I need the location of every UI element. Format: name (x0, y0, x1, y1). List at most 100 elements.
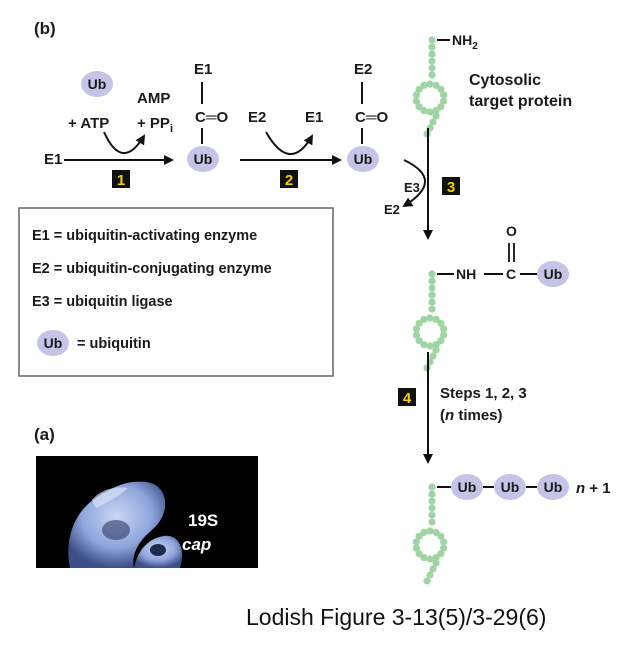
protein-bead (428, 277, 436, 285)
protein-bead (420, 107, 428, 115)
step-4-box (398, 388, 416, 406)
ub-circle (81, 71, 113, 97)
proteasome-image: 19S cap (36, 456, 258, 568)
e2-ub-complex: E2 C═O Ub (347, 61, 388, 172)
protein-bead (420, 341, 428, 349)
step-1-group: Ub + ATP AMP + PPi E1 1 (44, 71, 174, 189)
protein-bead (428, 43, 436, 51)
amp-label: AMP (137, 90, 170, 107)
protein-bead (428, 71, 436, 79)
protein-bead (428, 483, 436, 491)
shadow-shape (102, 520, 130, 540)
protein-bead (429, 118, 437, 126)
protein-bead (426, 571, 434, 579)
channel-shape (150, 544, 166, 556)
protein-bead (428, 270, 436, 278)
ub-label: Ub (88, 76, 107, 92)
protein-chain (412, 36, 448, 138)
n-plus-1-label: n + 1 (576, 480, 611, 497)
protein-bead (426, 108, 434, 116)
step-3-box (442, 177, 460, 195)
step-2-group: E2 E1 2 (240, 109, 342, 189)
protein-bead (428, 511, 436, 519)
protein-bead (432, 315, 440, 323)
ub-label: Ub (354, 151, 373, 167)
step-1-box (112, 170, 130, 188)
ub-circle (37, 330, 69, 356)
protein-bead (426, 555, 434, 563)
o-label: O (506, 223, 517, 239)
protein-bead (428, 64, 436, 72)
protein-bead (429, 352, 437, 360)
e1-reactant-label: E1 (44, 151, 62, 168)
cap-label-1: 19S (188, 511, 218, 530)
protein-bead (440, 538, 448, 546)
ubiquitinated-protein: NH C O Ub (412, 223, 569, 372)
legend-e3: E3 = ubiquitin ligase (32, 294, 173, 310)
e1-product-label: E1 (305, 109, 323, 126)
polyubiquitinated-protein: Ub Ub Ub n + 1 (412, 474, 611, 585)
protein-bead (440, 97, 448, 105)
protein-bead (415, 85, 423, 93)
ub-circle (187, 146, 219, 172)
ub-label: Ub (501, 479, 520, 495)
protein-bead (428, 504, 436, 512)
target-protein-label-2: target protein (469, 93, 572, 110)
protein-bead (440, 325, 448, 333)
panel-b-label: (b) (34, 19, 56, 38)
protein-bead (420, 528, 428, 537)
protein-bead (437, 550, 445, 558)
step-3-curved-arrow (402, 159, 426, 208)
protein-bead (437, 85, 445, 93)
step-1-number: 1 (117, 172, 125, 189)
step-3-number: 3 (447, 179, 455, 196)
protein-bead (426, 527, 434, 535)
e2-reactant-label: E2 (248, 109, 266, 126)
panel-a-label: (a) (34, 425, 55, 444)
protein-bead (429, 565, 437, 573)
protein-bead (428, 36, 436, 44)
carbonyl-label: C═O (195, 109, 228, 126)
protein-bead (428, 50, 436, 58)
e1-ub-complex: E1 C═O Ub (187, 61, 228, 172)
protein-bead (412, 97, 420, 105)
protein-bead (428, 291, 436, 299)
ppi-label: + PPi (137, 115, 173, 135)
step-2-number: 2 (285, 172, 293, 189)
protein-bead (432, 81, 440, 89)
legend-ub: = ubiquitin (77, 336, 151, 352)
protein-bead (412, 544, 420, 552)
e2-label: E2 (354, 61, 372, 78)
protein-bead (432, 107, 440, 115)
ub-label: Ub (194, 151, 213, 167)
target-protein-label-1: Cytosolic (469, 72, 541, 89)
e1-label: E1 (194, 61, 212, 78)
protein-bead (415, 103, 423, 111)
protein-bead (432, 559, 440, 567)
protein-bead (415, 319, 423, 327)
cap-label-2: cap (182, 535, 211, 554)
protein-bead (428, 518, 436, 526)
c-label: C (506, 266, 516, 282)
protein-bead (437, 319, 445, 327)
repeat-label-2: (n times) (440, 407, 503, 424)
protein-bead (426, 342, 434, 350)
protein-bead (420, 554, 428, 562)
protein-chain (412, 483, 448, 585)
protein-bead (432, 341, 440, 349)
repeat-label-1: Steps 1, 2, 3 (440, 385, 527, 402)
step-2-curved-arrow (265, 131, 314, 155)
protein-bead (440, 91, 448, 99)
protein-bead (428, 57, 436, 65)
protein-bead (426, 80, 434, 88)
protein-bead (420, 81, 428, 89)
protein-bead (432, 112, 440, 120)
legend-border (18, 207, 334, 377)
protein-bead (428, 305, 436, 313)
protein-bead (415, 550, 423, 558)
protein-bead (437, 103, 445, 111)
atp-label: + ATP (68, 115, 109, 132)
step-1-curved-arrow (103, 131, 146, 154)
protein-bead (412, 325, 420, 333)
